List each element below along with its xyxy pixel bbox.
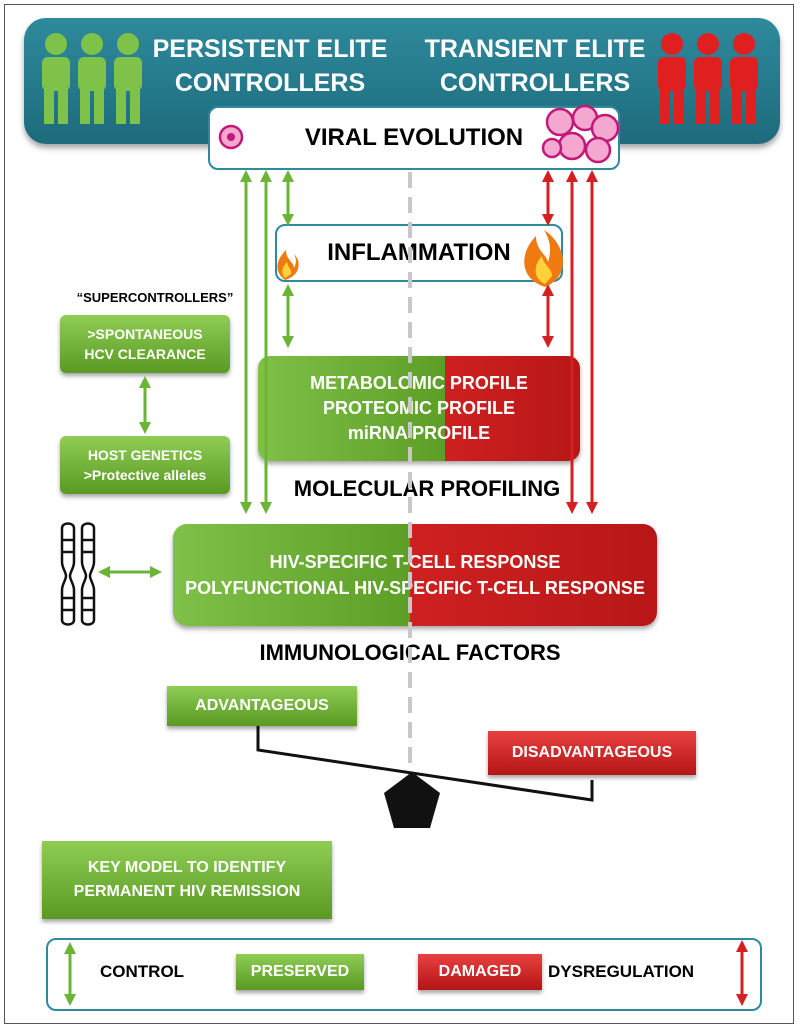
host-genetics-line1: HOST GENETICS bbox=[87, 447, 203, 463]
key-model-box: KEY MODEL TO IDENTIFY PERMANENT HIV REMI… bbox=[42, 841, 332, 919]
metabolomic-profile: METABOLOMIC PROFILE bbox=[310, 373, 528, 393]
host-genetics-line2: >Protective alleles bbox=[83, 467, 207, 483]
polyfunctional-response: POLYFUNCTIONAL HIV-SPECIFIC T-CELL RESPO… bbox=[185, 578, 645, 598]
molecular-profile-box: METABOLOMIC PROFILE PROTEOMIC PROFILE mi… bbox=[258, 356, 580, 461]
hcv-line2: HCV CLEARANCE bbox=[84, 346, 206, 362]
persistent-title-line1: PERSISTENT ELITE bbox=[152, 35, 388, 63]
inflammation-label: INFLAMMATION bbox=[327, 239, 511, 266]
chromosome-icon bbox=[60, 522, 96, 626]
transient-elite-title: TRANSIENT ELITE CONTROLLERS bbox=[420, 32, 650, 100]
legend-preserved-label: PRESERVED bbox=[250, 963, 350, 980]
red-arrows bbox=[542, 170, 598, 514]
hiv-specific-response: HIV-SPECIFIC T-CELL RESPONSE bbox=[269, 552, 561, 572]
advantageous-box: ADVANTAGEOUS bbox=[167, 686, 357, 726]
key-model-line1: KEY MODEL TO IDENTIFY bbox=[87, 859, 287, 876]
transient-title-line1: TRANSIENT ELITE bbox=[424, 35, 646, 63]
figure-frame bbox=[4, 4, 794, 1024]
red-people-icon bbox=[658, 33, 758, 124]
green-people-icon bbox=[42, 33, 142, 124]
host-genetics-box: HOST GENETICS >Protective alleles bbox=[60, 436, 230, 494]
single-virus-icon bbox=[218, 124, 244, 150]
legend-preserved-box: PRESERVED bbox=[236, 954, 364, 990]
key-model-line2: PERMANENT HIV REMISSION bbox=[73, 883, 301, 900]
advantageous-label: ADVANTAGEOUS bbox=[195, 697, 329, 714]
supercontrollers-title: “SUPERCONTROLLERS” bbox=[76, 290, 234, 305]
legend-control-label: CONTROL bbox=[100, 962, 185, 981]
legend-dysregulation-label: DYSREGULATION bbox=[548, 962, 695, 981]
disadvantageous-box: DISADVANTAGEOUS bbox=[488, 731, 696, 775]
persistent-title-line2: CONTROLLERS bbox=[174, 69, 366, 97]
virus-cluster-icon bbox=[541, 104, 620, 164]
disadvantageous-label: DISADVANTAGEOUS bbox=[511, 744, 673, 761]
legend-damaged-box: DAMAGED bbox=[418, 954, 542, 990]
viral-evolution-label: VIRAL EVOLUTION bbox=[304, 124, 524, 151]
hcv-clearance-box: >SPONTANEOUS HCV CLEARANCE bbox=[60, 315, 230, 373]
green-arrows bbox=[98, 170, 294, 578]
small-flame-icon bbox=[277, 250, 299, 280]
balance-scale bbox=[256, 726, 594, 828]
proteomic-profile: PROTEOMIC PROFILE bbox=[322, 398, 515, 418]
inflammation-box: INFLAMMATION bbox=[275, 224, 563, 282]
legend-box bbox=[46, 938, 762, 1011]
mirna-profile: miRNA PROFILE bbox=[347, 423, 491, 443]
large-flame-icon bbox=[524, 230, 563, 287]
hcv-line1: >SPONTANEOUS bbox=[87, 326, 203, 342]
immunological-box: HIV-SPECIFIC T-CELL RESPONSE POLYFUNCTIO… bbox=[173, 524, 657, 626]
transient-title-line2: CONTROLLERS bbox=[439, 69, 631, 97]
legend-damaged-label: DAMAGED bbox=[438, 963, 522, 980]
persistent-elite-title: PERSISTENT ELITE CONTROLLERS bbox=[150, 32, 390, 100]
molecular-profiling-caption: MOLECULAR PROFILING bbox=[293, 476, 561, 501]
